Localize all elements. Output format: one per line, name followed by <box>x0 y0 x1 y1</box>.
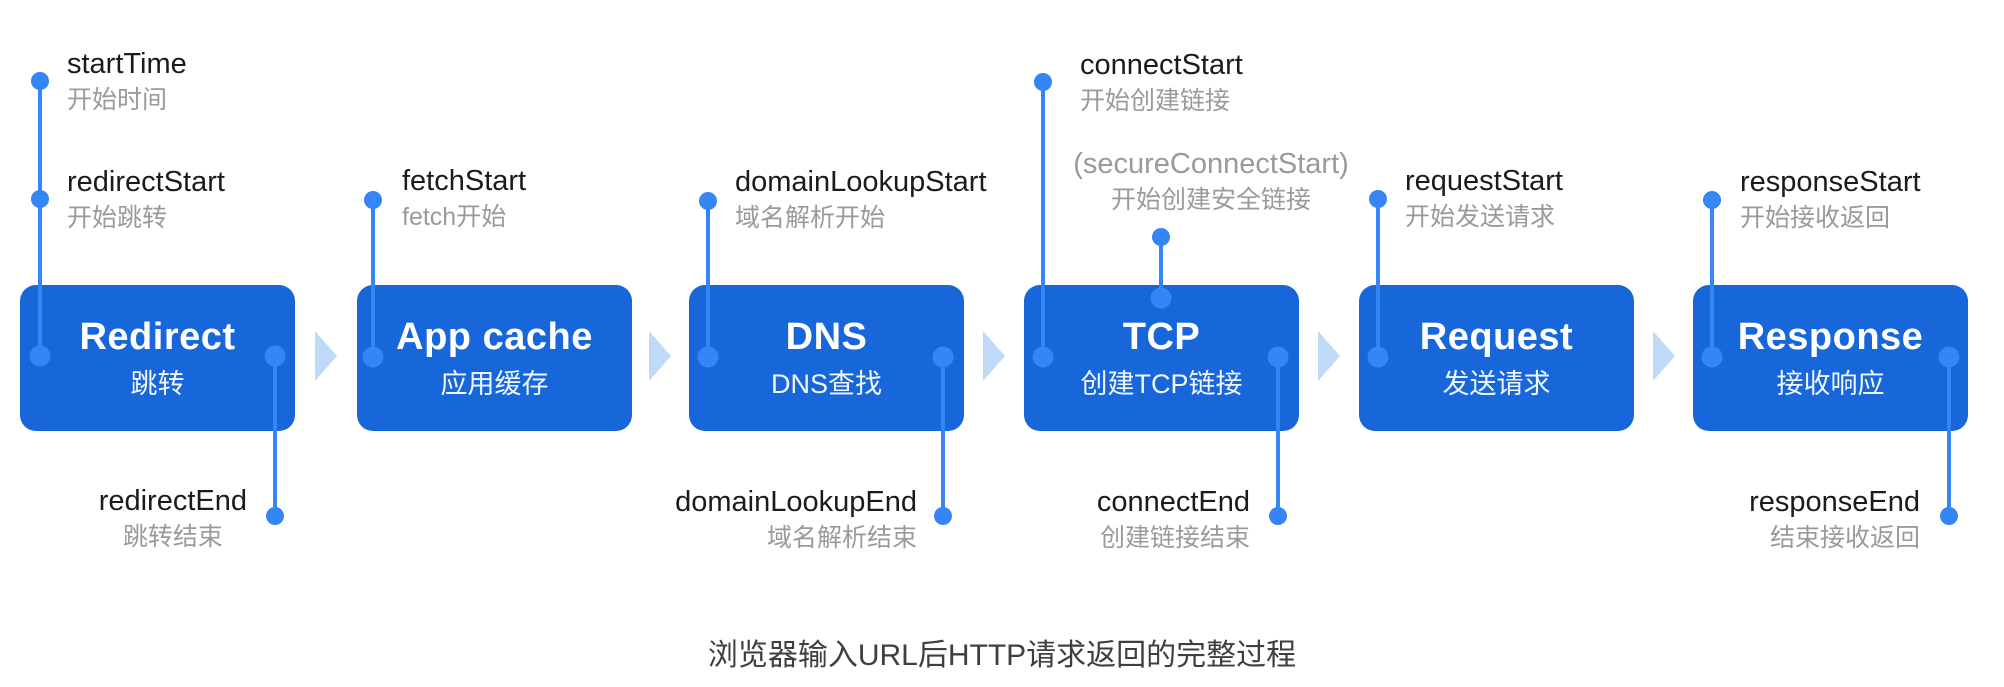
marker-label: connectStart <box>1080 49 1243 81</box>
marker-sublabel: 结束接收返回 <box>1769 524 1920 552</box>
marker-sublabel: 开始接收返回 <box>1740 204 1891 232</box>
timeline-dot <box>1269 507 1287 525</box>
stage-dot <box>1701 346 1723 368</box>
stage-dot <box>1150 287 1172 309</box>
stage-dns: DNS DNS查找 <box>689 285 964 431</box>
timeline-connector <box>1376 199 1380 357</box>
marker-label: domainLookupEnd <box>675 486 917 518</box>
timeline-dot <box>1940 507 1958 525</box>
marker-label: connectEnd <box>1096 486 1250 518</box>
marker-sublabel: 跳转结束 <box>122 523 223 551</box>
timeline-connector <box>706 201 710 357</box>
arrow-right-icon <box>315 331 337 381</box>
marker-fetchStart: fetchStart fetch开始 <box>402 162 526 234</box>
stage-title: Response <box>1737 316 1924 358</box>
timeline-connector <box>1947 357 1951 516</box>
marker-secureConnectStart: (secureConnectStart) 开始创建安全链接 <box>1063 145 1359 217</box>
marker-sublabel: 开始发送请求 <box>1405 203 1556 231</box>
marker-label: requestStart <box>1405 165 1563 197</box>
diagram-caption: 浏览器输入URL后HTTP请求返回的完整过程 <box>707 639 1297 672</box>
stage-tcp: TCP 创建TCP链接 <box>1024 285 1299 431</box>
timeline-connector <box>1710 200 1714 357</box>
timeline-connector <box>273 356 277 516</box>
stage-title: Request <box>1419 316 1574 358</box>
arrow-right-icon <box>1318 331 1340 381</box>
stage-subtitle: 应用缓存 <box>440 369 549 399</box>
stage-dot <box>932 346 954 368</box>
timeline-dot <box>1703 191 1721 209</box>
arrow-right-icon <box>649 331 671 381</box>
marker-sublabel: 开始跳转 <box>67 204 168 232</box>
marker-connectEnd: connectEnd 创建链接结束 <box>1097 483 1250 555</box>
marker-requestStart: requestStart 开始发送请求 <box>1405 162 1563 234</box>
stage-dot <box>1267 346 1289 368</box>
marker-redirectEnd: redirectEnd 跳转结束 <box>99 482 247 554</box>
stage-dot <box>1367 346 1389 368</box>
stage-dot <box>29 345 51 367</box>
marker-label: redirectStart <box>67 166 225 198</box>
timeline-dot <box>364 191 382 209</box>
marker-label: responseStart <box>1740 166 1921 198</box>
marker-sublabel: 开始时间 <box>67 86 168 114</box>
marker-sublabel: 域名解析结束 <box>766 524 917 552</box>
stage-app-cache: App cache 应用缓存 <box>357 285 632 431</box>
marker-label: (secureConnectStart) <box>1073 148 1349 180</box>
arrow-right-icon <box>983 331 1005 381</box>
stage-subtitle: 跳转 <box>130 369 185 399</box>
stage-request: Request 发送请求 <box>1359 285 1634 431</box>
marker-startTime: startTime 开始时间 <box>67 45 187 117</box>
stage-subtitle: 接收响应 <box>1776 369 1885 399</box>
marker-label: fetchStart <box>402 165 527 197</box>
stage-dot <box>1032 346 1054 368</box>
timeline-connector <box>1041 82 1045 357</box>
marker-sublabel: fetch开始 <box>402 203 507 231</box>
timeline-dot <box>266 507 284 525</box>
timeline-connector <box>941 357 945 516</box>
stage-subtitle: 创建TCP链接 <box>1080 369 1243 399</box>
timeline-dot <box>1369 190 1387 208</box>
stage-subtitle: 发送请求 <box>1442 369 1551 399</box>
stage-title: Redirect <box>79 316 236 358</box>
timeline-connector <box>1276 357 1280 516</box>
marker-domainLookupStart: domainLookupStart 域名解析开始 <box>735 163 987 235</box>
marker-responseEnd: responseEnd 结束接收返回 <box>1749 483 1920 555</box>
stage-redirect: Redirect 跳转 <box>20 285 295 431</box>
stage-dot <box>1938 346 1960 368</box>
timeline-dot <box>699 192 717 210</box>
timeline-dot <box>31 72 49 90</box>
stage-title: TCP <box>1122 316 1201 358</box>
timeline-dot <box>934 507 952 525</box>
timeline-dot <box>1152 228 1170 246</box>
timeline-connector <box>371 200 375 357</box>
timeline-dot <box>1034 73 1052 91</box>
stage-dot <box>362 346 384 368</box>
marker-sublabel: 域名解析开始 <box>735 204 886 232</box>
arrow-right-icon <box>1653 331 1675 381</box>
marker-sublabel: 创建链接结束 <box>1099 524 1250 552</box>
marker-label: redirectEnd <box>98 485 247 517</box>
marker-label: responseEnd <box>1749 486 1920 518</box>
marker-redirectStart: redirectStart 开始跳转 <box>67 163 225 235</box>
stage-subtitle: DNS查找 <box>770 369 882 399</box>
marker-responseStart: responseStart 开始接收返回 <box>1740 163 1921 235</box>
stage-dot <box>264 345 286 367</box>
stage-dot <box>697 346 719 368</box>
timeline-connector <box>1159 237 1163 298</box>
marker-sublabel: 开始创建安全链接 <box>1110 186 1311 214</box>
stage-title: DNS <box>785 316 868 358</box>
marker-sublabel: 开始创建链接 <box>1080 87 1231 115</box>
timeline-connector <box>38 81 42 356</box>
marker-label: domainLookupStart <box>735 166 987 198</box>
marker-connectStart: connectStart 开始创建链接 <box>1080 46 1243 118</box>
stage-title: App cache <box>396 316 593 358</box>
marker-label: startTime <box>67 48 187 80</box>
stage-response: Response 接收响应 <box>1693 285 1968 431</box>
timeline-dot <box>31 190 49 208</box>
marker-domainLookupEnd: domainLookupEnd 域名解析结束 <box>675 483 917 555</box>
